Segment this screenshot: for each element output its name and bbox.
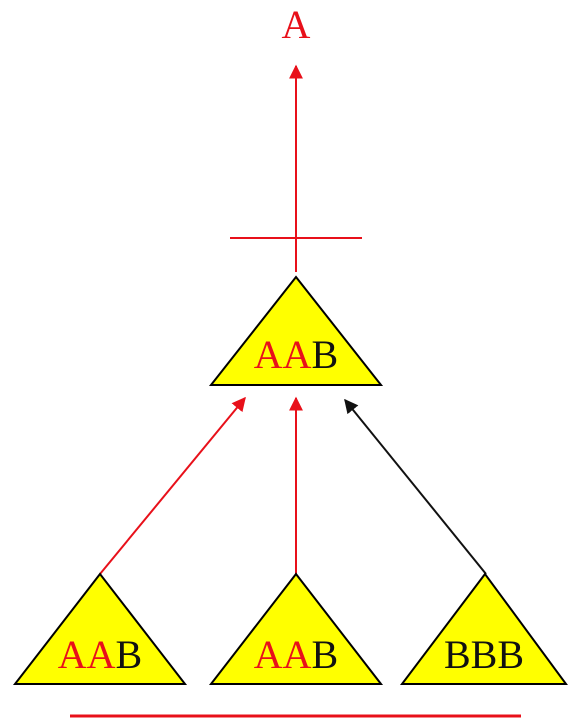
bottom-triangle-left-label: AAB [58,632,142,677]
label-letter: A [58,632,87,677]
label-letter: A [283,632,312,677]
label-letter: B [312,632,339,677]
bottom-triangle-right [399,572,568,685]
mid-triangle-label: AAB [254,332,338,377]
bottom-triangle-left [12,572,188,685]
label-letter: A [87,632,116,677]
arrow-left-to-mid [99,396,246,575]
label-letter: B [116,632,143,677]
bottom-triangle-center-label: AAB [254,632,338,677]
label-letter: B [444,632,471,677]
label-letter: B [312,332,339,377]
label-letter: A [254,332,283,377]
bottom-triangle-center [208,572,384,685]
mid-triangle [208,275,384,386]
bottom-triangle-right-label: BBB [444,632,524,677]
label-letter: A [283,332,312,377]
label-letter: B [497,632,524,677]
top-label: A [282,2,311,47]
arrow-right-to-mid [344,398,487,575]
label-letter: A [254,632,283,677]
label-letter: B [471,632,498,677]
